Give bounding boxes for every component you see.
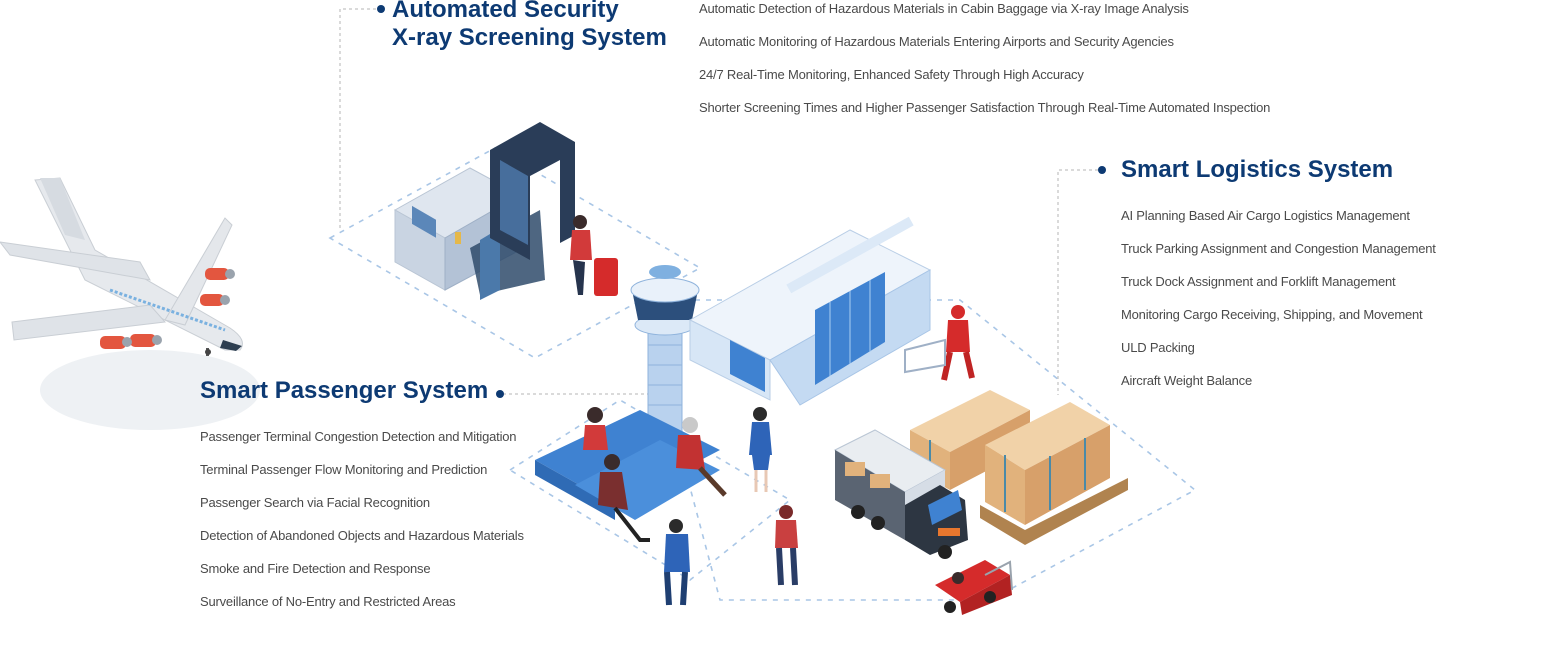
- security-section-title: Automated Security X-ray Screening Syste…: [392, 0, 667, 52]
- security-bullet-dot: [377, 5, 385, 13]
- passenger-item-1: Passenger Terminal Congestion Detection …: [200, 429, 517, 444]
- security-feature-list: Automatic Detection of Hazardous Materia…: [699, 0, 1270, 132]
- logistics-bullet-dot: [1098, 166, 1106, 174]
- logistics-item-2: Truck Parking Assignment and Congestion …: [1121, 241, 1436, 256]
- logistics-item-4: Monitoring Cargo Receiving, Shipping, an…: [1121, 307, 1423, 322]
- control-tower-icon: [630, 265, 700, 436]
- logistics-item-5: ULD Packing: [1121, 340, 1195, 355]
- passenger-item-6: Surveillance of No-Entry and Restricted …: [200, 594, 456, 609]
- logistics-leader-line: [1057, 169, 1098, 395]
- logistics-item-1: AI Planning Based Air Cargo Logistics Ma…: [1121, 208, 1410, 223]
- logistics-item-6: Aircraft Weight Balance: [1121, 373, 1252, 388]
- seated-passengers-icon: [583, 407, 727, 542]
- passenger-item-4: Detection of Abandoned Objects and Hazar…: [200, 528, 524, 543]
- security-zone-outline: [328, 147, 702, 359]
- cargo-truck-icon: [833, 429, 968, 559]
- security-gate-icon: [490, 122, 575, 260]
- security-leader-line: [339, 8, 376, 228]
- security-title-line1: Automated Security: [392, 0, 619, 23]
- traveler-with-suitcase-icon: [570, 215, 618, 296]
- flight-attendant-icon: [749, 407, 772, 492]
- walking-woman-icon: [775, 505, 798, 586]
- logistics-feature-list: AI Planning Based Air Cargo Logistics Ma…: [1121, 207, 1436, 405]
- forklift-icon: [935, 560, 1013, 615]
- security-title-line2: X-ray Screening System: [392, 24, 667, 51]
- passenger-item-5: Smoke and Fire Detection and Response: [200, 561, 431, 576]
- passenger-bullet-dot: [496, 390, 504, 398]
- security-item-3: 24/7 Real-Time Monitoring, Enhanced Safe…: [699, 67, 1084, 82]
- passenger-feature-list: Passenger Terminal Congestion Detection …: [200, 428, 524, 626]
- cargo-worker-icon: [904, 305, 975, 381]
- security-officer-icon: [664, 519, 690, 606]
- passenger-section-title: Smart Passenger System: [200, 377, 489, 404]
- cargo-boxes-icon: [910, 390, 1128, 545]
- airplane-icon: [0, 177, 260, 430]
- passenger-item-2: Terminal Passenger Flow Monitoring and P…: [200, 462, 488, 477]
- security-item-1: Automatic Detection of Hazardous Materia…: [699, 1, 1189, 16]
- logistics-item-3: Truck Dock Assignment and Forklift Manag…: [1121, 274, 1396, 289]
- passenger-item-3: Passenger Search via Facial Recognition: [200, 495, 430, 510]
- terminal-building-icon: [688, 216, 932, 406]
- security-item-2: Automatic Monitoring of Hazardous Materi…: [699, 34, 1174, 49]
- logistics-section-title: Smart Logistics System: [1121, 156, 1394, 183]
- security-item-4: Shorter Screening Times and Higher Passe…: [699, 100, 1271, 115]
